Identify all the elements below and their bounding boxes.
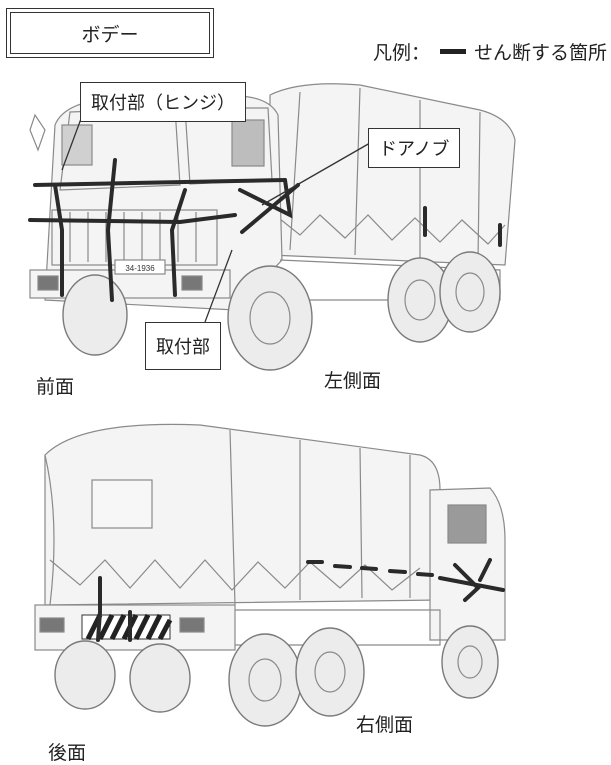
license-plate-top: 34-1936	[125, 264, 155, 273]
hazard-stripe-panel	[81, 613, 173, 641]
cut-line	[33, 178, 287, 187]
cut-line	[105, 158, 117, 302]
cut-line	[388, 569, 407, 574]
legend-text: せん断する箇所	[473, 42, 607, 64]
legend: 凡例： せん断する箇所	[373, 38, 607, 65]
leader-mount	[204, 249, 233, 323]
label-right-side-view: 右側面	[356, 714, 414, 736]
cut-line	[96, 610, 102, 642]
callout-mount: 取付部	[145, 322, 221, 370]
cut-line	[360, 566, 378, 571]
callout-hinge: 取付部（ヒンジ）	[80, 82, 246, 122]
cut-line	[453, 563, 481, 602]
truck-rear-right-view	[34, 423, 506, 727]
cut-line	[238, 178, 293, 219]
cut-line	[416, 572, 434, 577]
legend-prefix: 凡例：	[372, 42, 430, 64]
cut-line	[53, 183, 64, 297]
cut-line	[28, 213, 237, 225]
truck-front-left-view: 34-1936	[28, 83, 516, 371]
cut-line	[478, 558, 492, 582]
cut-line	[240, 183, 300, 234]
cut-line	[169, 188, 187, 297]
label-front-view: 前面	[36, 376, 75, 398]
label-rear-view: 後面	[48, 742, 87, 764]
leader-door-knob	[261, 142, 371, 206]
section-title: ボデー	[10, 12, 210, 54]
label-left-side-view: 左側面	[324, 370, 382, 392]
callout-door-knob: ドアノブ	[368, 128, 461, 168]
legend-line-swatch	[439, 49, 466, 54]
cut-line	[333, 564, 352, 569]
section-title-box: ボデー	[6, 8, 214, 58]
